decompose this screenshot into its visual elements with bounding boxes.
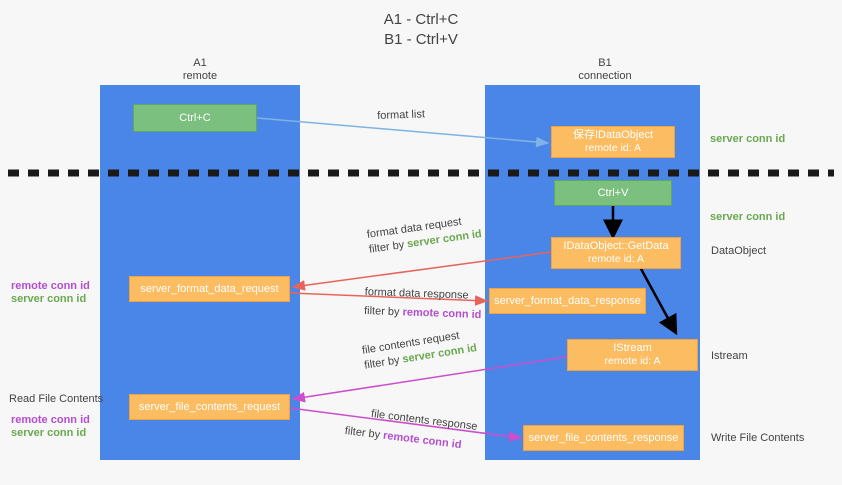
column-a1-name: A1 bbox=[193, 57, 207, 69]
label-server-conn-id-2: server conn id bbox=[11, 427, 87, 439]
filter-prefix: filter by bbox=[344, 424, 384, 442]
label-read-file-contents: Read File Contents bbox=[9, 393, 104, 405]
node-ctrl-c-label: Ctrl+C bbox=[179, 111, 211, 124]
node-getdata-label: IDataObject::GetData bbox=[563, 240, 669, 252]
page-title: A1 - Ctrl+C B1 - Ctrl+V bbox=[0, 10, 842, 50]
node-server-file-contents-request[interactable]: server_file_contents_request bbox=[129, 394, 290, 420]
edge-label-format-list-text: format list bbox=[377, 108, 426, 122]
label-istream: Istream bbox=[711, 350, 748, 362]
label-server-conn-id-top: server conn id bbox=[710, 133, 786, 145]
node-server-file-contents-request-label: server_file_contents_request bbox=[138, 400, 281, 413]
node-ctrl-v-label: Ctrl+V bbox=[597, 186, 629, 199]
node-save-idataobject-label: 保存IDataObject bbox=[572, 129, 654, 141]
node-save-idataobject-sub: remote id: A bbox=[584, 142, 642, 154]
title-line-1: A1 - Ctrl+C bbox=[383, 11, 459, 28]
edge-label-file-contents-response: file contents response filter by remote … bbox=[344, 407, 478, 455]
column-a1-role: remote bbox=[182, 70, 218, 82]
node-istream[interactable]: IStream remote id: A bbox=[567, 339, 698, 371]
column-b1-role: connection bbox=[578, 70, 632, 82]
edge-label-format-data-request: format data request filter by server con… bbox=[366, 212, 483, 258]
label-remote-conn-id-1: remote conn id bbox=[11, 280, 90, 292]
node-server-format-data-response-label: server_format_data_response bbox=[494, 294, 641, 307]
node-server-file-contents-response[interactable]: server_file_contents_response bbox=[523, 425, 684, 451]
column-header-b1: B1 connection bbox=[525, 57, 685, 83]
node-ctrl-c[interactable]: Ctrl+C bbox=[133, 104, 257, 132]
label-remote-conn-id-2: remote conn id bbox=[11, 414, 90, 426]
node-server-format-data-response[interactable]: server_format_data_response bbox=[489, 288, 646, 314]
label-write-file-contents: Write File Contents bbox=[711, 432, 805, 444]
edge-label-file-contents-request: file contents request filter by server c… bbox=[361, 326, 478, 373]
node-istream-label: IStream bbox=[613, 342, 652, 354]
label-dataobject: DataObject bbox=[711, 245, 767, 257]
node-getdata[interactable]: IDataObject::GetData remote id: A bbox=[551, 237, 681, 269]
node-getdata-sub: remote id: A bbox=[587, 253, 645, 265]
column-header-a1: A1 remote bbox=[120, 57, 280, 83]
edge-label-format-data-response-filter: filter by remote conn id bbox=[364, 304, 482, 323]
edge-label-format-list: format list bbox=[377, 107, 425, 124]
edge-label-format-data-response: format data response filter by remote co… bbox=[364, 285, 482, 323]
node-server-format-data-request[interactable]: server_format_data_request bbox=[129, 276, 290, 302]
filter-value-remote-conn-id: remote conn id bbox=[402, 306, 482, 322]
filter-value-remote-conn-id: remote conn id bbox=[382, 429, 463, 452]
node-server-file-contents-response-label: server_file_contents_response bbox=[528, 431, 679, 444]
node-ctrl-v[interactable]: Ctrl+V bbox=[554, 180, 672, 206]
label-server-conn-id-1: server conn id bbox=[11, 293, 87, 305]
label-server-conn-id-mid: server conn id bbox=[710, 211, 786, 223]
edge-label-format-data-response-text: format data response bbox=[364, 285, 469, 302]
filter-prefix: filter by bbox=[368, 238, 409, 256]
node-istream-sub: remote id: A bbox=[604, 355, 661, 367]
node-save-idataobject[interactable]: 保存IDataObject remote id: A bbox=[551, 126, 675, 158]
filter-prefix: filter by bbox=[363, 304, 403, 319]
node-server-format-data-request-label: server_format_data_request bbox=[140, 282, 279, 295]
column-b1-name: B1 bbox=[598, 57, 612, 69]
title-line-2: B1 - Ctrl+V bbox=[384, 31, 458, 48]
